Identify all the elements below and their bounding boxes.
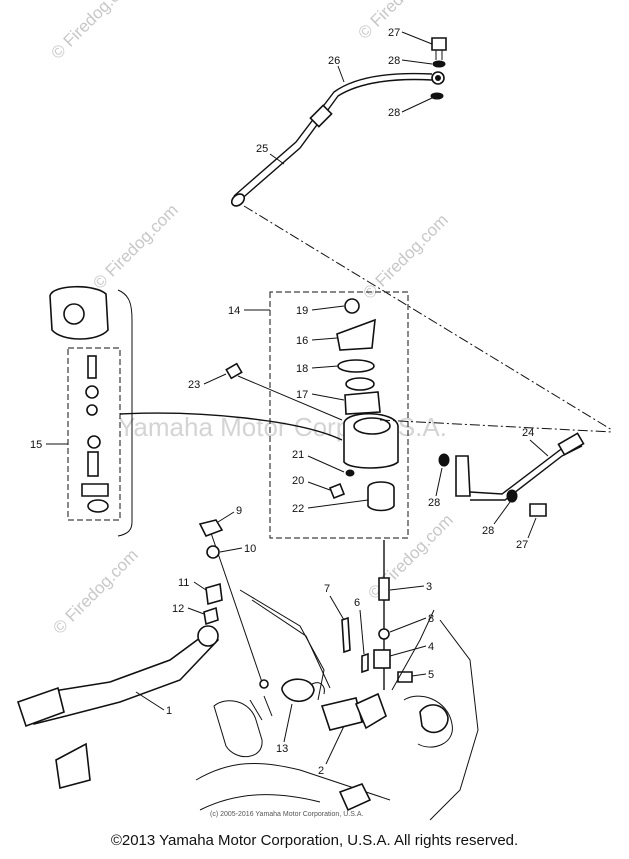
copyright-notice: ©2013 Yamaha Motor Corporation, U.S.A. A… xyxy=(110,832,519,849)
callout-6: 6 xyxy=(354,597,360,609)
callouts: 27 28 26 28 25 14 19 16 18 17 23 21 20 2… xyxy=(30,27,549,777)
callout-28-top: 28 xyxy=(388,55,400,67)
callout-8: 8 xyxy=(428,613,434,625)
callout-26: 26 xyxy=(328,55,340,67)
callout-27-right: 27 xyxy=(516,539,528,551)
watermark-mid-left: © Firedog.com xyxy=(89,200,181,292)
callout-21: 21 xyxy=(292,449,304,461)
callout-9: 9 xyxy=(236,505,242,517)
brake-hose-upper xyxy=(230,37,613,431)
pushrod-linkage xyxy=(198,519,413,690)
callout-28-right-a: 28 xyxy=(428,497,440,509)
callout-17: 17 xyxy=(296,389,308,401)
caliper-group xyxy=(49,285,133,537)
callout-23: 23 xyxy=(188,379,200,391)
callout-18: 18 xyxy=(296,363,308,375)
callout-7: 7 xyxy=(324,583,330,595)
callout-28-right-b: 28 xyxy=(482,525,494,537)
master-cylinder-group xyxy=(119,291,409,539)
watermark-top-left: © Firedog.com xyxy=(47,0,139,63)
callout-19: 19 xyxy=(296,305,308,317)
callout-1: 1 xyxy=(166,705,172,717)
callout-13: 13 xyxy=(276,743,288,755)
callout-14: 14 xyxy=(228,305,240,317)
callout-12: 12 xyxy=(172,603,184,615)
callout-15: 15 xyxy=(30,439,42,451)
callout-4: 4 xyxy=(428,641,434,653)
brake-pedal xyxy=(16,625,220,790)
callout-16: 16 xyxy=(296,335,308,347)
callout-25: 25 xyxy=(256,143,268,155)
callout-22: 22 xyxy=(292,503,304,515)
callout-3: 3 xyxy=(426,581,432,593)
callout-24: 24 xyxy=(522,427,534,439)
callout-20: 20 xyxy=(292,475,304,487)
callout-28-mid: 28 xyxy=(388,107,400,119)
watermark-top-right: © Firedog.com xyxy=(354,0,446,43)
watermark-mid-center: © Firedog.com xyxy=(359,210,451,302)
small-credit: (c) 2005-2016 Yamaha Motor Corporation, … xyxy=(210,811,363,818)
callout-11: 11 xyxy=(178,577,189,589)
callout-10: 10 xyxy=(244,543,256,555)
frame-and-shaft xyxy=(195,589,479,821)
brake-hose-rear xyxy=(379,419,613,517)
callout-5: 5 xyxy=(428,669,434,681)
callout-2: 2 xyxy=(318,765,324,777)
watermark-left-low: © Firedog.com xyxy=(49,545,141,637)
callout-27-top: 27 xyxy=(388,27,400,39)
